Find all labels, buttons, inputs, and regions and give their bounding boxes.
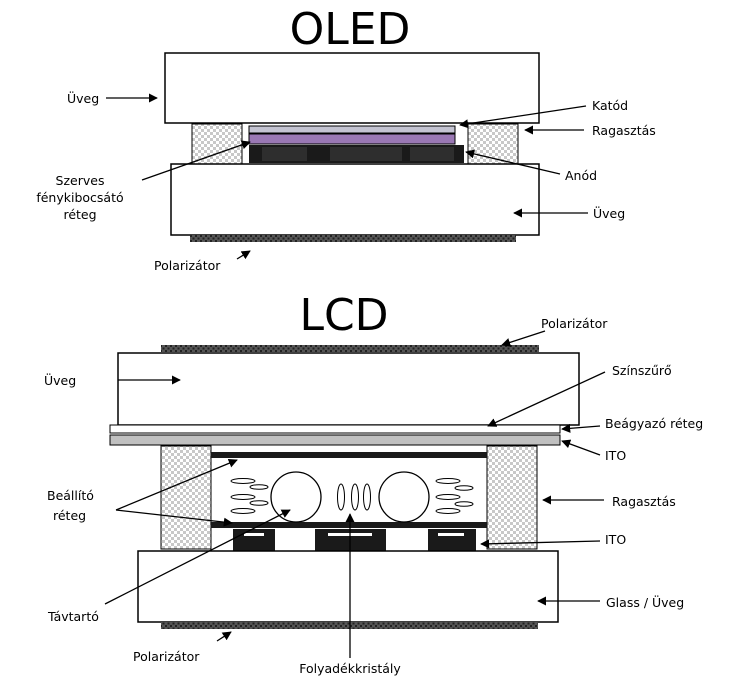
oled-structure (164, 52, 540, 242)
lcd-polarizer-top (161, 345, 539, 352)
lcd-ito-bottom-seg-3 (428, 529, 476, 551)
lcd-label-ito-bottom: ITO (605, 532, 626, 547)
oled-title: OLED (290, 4, 411, 55)
oled-label-anode: Anód (565, 168, 597, 183)
lcd-label-color-filter: Színszűrő (612, 363, 672, 378)
oled-glass-top (164, 52, 540, 124)
lcd-structure (109, 345, 580, 629)
lcd-ito-bottom-seg-1 (233, 529, 275, 551)
lcd-label-spacer: Távtartó (47, 609, 99, 624)
lcd-spacer-ball-2 (378, 471, 430, 523)
lcd-alignment-top (211, 452, 487, 458)
lcd-glass-top (117, 352, 580, 426)
lcd-crystal-molecules (230, 478, 474, 514)
oled-label-organic-1: Szerves (56, 173, 105, 188)
oled-anode-gap-2 (330, 147, 402, 161)
lcd-label-polarizer-bottom: Polarizátor (133, 649, 200, 664)
oled-label-glass-bottom: Üveg (593, 205, 625, 221)
lcd-label-liquid-crystal: Folyadékkristály (299, 661, 401, 676)
lcd-label-embedding: Beágyazó réteg (605, 416, 703, 431)
lcd-adhesive-right (486, 445, 538, 550)
lcd-ito-top (109, 434, 561, 446)
oled-anode-gap-1 (262, 147, 307, 161)
lcd-label-alignment-1: Beállító (47, 488, 94, 503)
oled-adhesive-right (467, 123, 519, 165)
lcd-glass-bottom (137, 550, 559, 623)
lcd-label-polarizer-top: Polarizátor (541, 316, 608, 331)
lcd-ito-bottom-hl-1 (244, 533, 264, 536)
lcd-alignment-bottom (211, 522, 487, 528)
lcd-label-alignment-2: réteg (53, 508, 86, 523)
oled-label-organic-2: fénykibocsátó (36, 190, 123, 205)
oled-organic-layer (248, 133, 456, 145)
lcd-label-glass-bottom: Glass / Üveg (606, 594, 684, 610)
oled-label-glass-top: Üveg (67, 90, 99, 106)
lcd-label-glass-top: Üveg (44, 372, 76, 388)
oled-polarizer (190, 235, 516, 242)
lcd-label-ito-top: ITO (605, 448, 626, 463)
oled-glass-bottom (170, 163, 540, 236)
oled-labels: Üveg Katód Ragasztás Szerves fénykibocsá… (36, 90, 655, 273)
lcd-spacer-ball-1 (270, 471, 322, 523)
lcd-labels: Polarizátor Üveg Színszűrő Beágyazó réte… (44, 316, 703, 676)
oled-label-polarizer: Polarizátor (154, 258, 221, 273)
lcd-title: LCD (299, 290, 388, 341)
lcd-label-adhesive: Ragasztás (612, 494, 676, 509)
oled-label-adhesive: Ragasztás (592, 123, 656, 138)
oled-label-cathode: Katód (592, 98, 628, 113)
oled-anode-gap-3 (410, 147, 454, 161)
lcd-adhesive-left (160, 445, 212, 550)
oled-label-organic-3: réteg (63, 207, 96, 222)
lcd-embedding-layer (109, 424, 561, 434)
lcd-ito-bottom-hl-3 (438, 533, 464, 536)
oled-cathode-layer (248, 125, 456, 134)
oled-adhesive-left (191, 123, 243, 165)
